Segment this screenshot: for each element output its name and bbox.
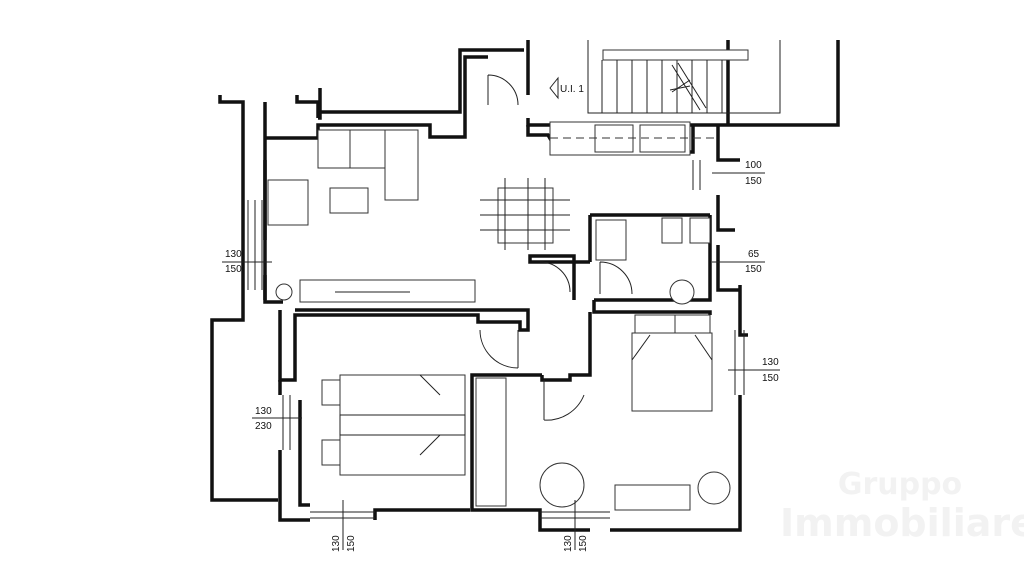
dim-twin-width: 130 [255,406,272,417]
dim-bedroom-width: 130 [762,357,779,368]
doors [479,74,633,421]
dim-bedroom-height: 150 [762,373,779,384]
dim-bottom-right-width: 130 [563,535,574,552]
dim-bottom-right-height: 150 [578,535,589,552]
watermark-line2: Immobiliare [780,501,1024,545]
dim-bottom-left-height: 150 [346,535,357,552]
dim-bottom-left-width: 130 [331,535,342,552]
furniture [267,121,731,511]
watermark-line1: Gruppo [837,467,963,502]
watermark-logo: Gruppo Immobiliare [780,467,1024,545]
dim-twin-height: 230 [255,421,272,432]
dim-living-width: 130 [225,249,242,260]
walls [210,48,748,532]
dim-bath-height: 150 [745,264,762,275]
dim-kitchen-height: 150 [745,176,762,187]
window-dimensions: 100 150 65 150 130 150 130 150 130 230 1… [222,160,780,552]
dim-bath-width: 65 [748,249,760,260]
dim-kitchen-width: 100 [745,160,762,171]
unit-label: U.I. 1 [560,84,584,95]
staircase [526,40,840,127]
dim-living-height: 150 [225,264,242,275]
